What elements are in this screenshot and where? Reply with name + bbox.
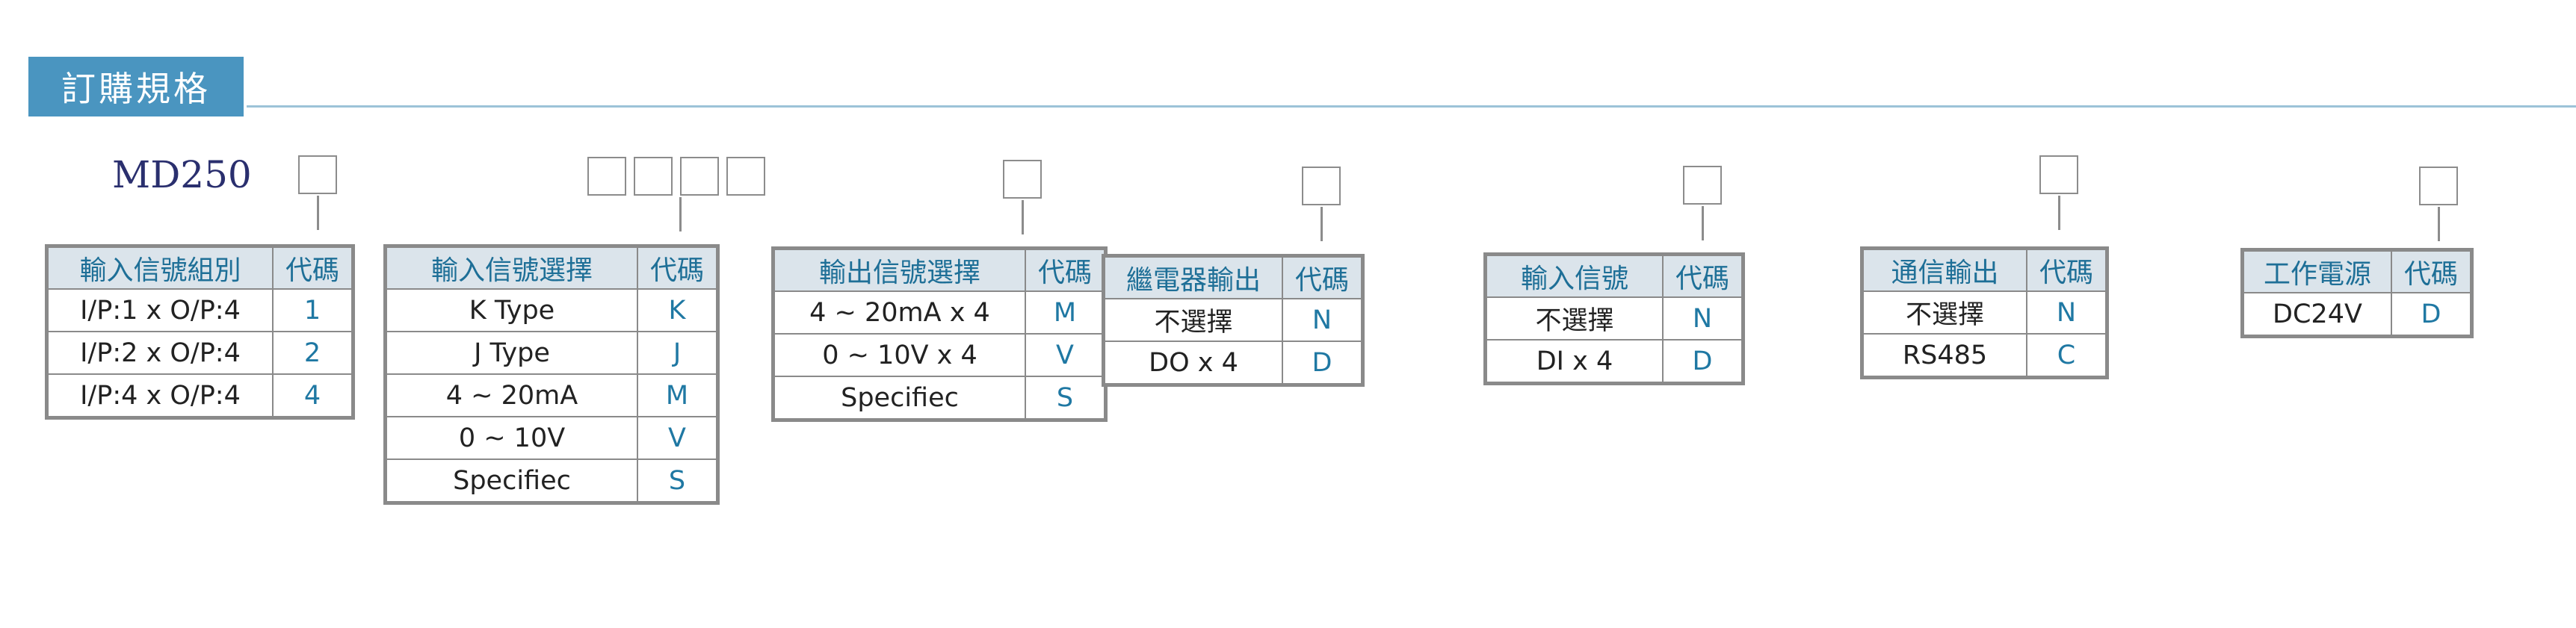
code-cell: D xyxy=(1661,339,1744,385)
code-cell: N xyxy=(1281,298,1364,342)
table-row: 不選擇 N xyxy=(1484,296,1744,341)
table-row: DC24V D xyxy=(2241,292,2473,338)
code-cell: J xyxy=(636,331,719,375)
table-header-option: 通信輸出 xyxy=(1861,247,2027,292)
option-cell: RS485 xyxy=(1861,333,2027,379)
code-cell: M xyxy=(1024,290,1107,335)
table-row: 不選擇 N xyxy=(1102,298,1364,342)
input-signal-table: 輸入信號選擇 代碼 K Type K J Type J 4 ~ 20mA M 0… xyxy=(383,244,720,505)
option-cell: DI x 4 xyxy=(1484,339,1664,385)
code-cell: 2 xyxy=(271,331,354,375)
code-box-input-3[interactable] xyxy=(680,157,719,196)
table-header-option: 輸出信號選擇 xyxy=(772,247,1026,292)
code-cell: 1 xyxy=(271,288,354,332)
connector-line xyxy=(2058,196,2060,230)
connector-line xyxy=(679,197,682,231)
option-cell: DO x 4 xyxy=(1102,341,1283,386)
code-cell: S xyxy=(636,458,719,504)
code-box-power[interactable] xyxy=(2419,167,2458,205)
table-row: 不選擇 N xyxy=(1861,290,2108,335)
table-row: K Type K xyxy=(384,288,719,332)
option-cell: 0 ~ 10V x 4 xyxy=(772,333,1026,377)
code-cell: V xyxy=(636,416,719,460)
option-cell: I/P:4 x O/P:4 xyxy=(46,373,274,419)
code-box-input-2[interactable] xyxy=(634,157,673,196)
option-cell: DC24V xyxy=(2241,292,2392,338)
table-header-option: 輸入信號 xyxy=(1484,253,1664,298)
connector-line xyxy=(1022,200,1024,234)
option-cell: 不選擇 xyxy=(1861,290,2027,335)
option-cell: I/P:2 x O/P:4 xyxy=(46,331,274,375)
output-signal-table: 輸出信號選擇 代碼 4 ~ 20mA x 4 M 0 ~ 10V x 4 V S… xyxy=(771,246,1108,422)
connector-line xyxy=(1702,206,1704,240)
table-header-code: 代碼 xyxy=(1661,253,1744,298)
table-header-code: 代碼 xyxy=(1024,247,1107,292)
relay-output-table: 繼電器輸出 代碼 不選擇 N DO x 4 D xyxy=(1102,254,1365,387)
section-title: 訂購規格 xyxy=(28,57,244,116)
code-cell: V xyxy=(1024,333,1107,377)
input-group-table: 輸入信號組別 代碼 I/P:1 x O/P:4 1 I/P:2 x O/P:4 … xyxy=(45,244,355,420)
table-row: 0 ~ 10V x 4 V xyxy=(772,333,1107,377)
table-header-option: 輸入信號選擇 xyxy=(384,245,638,290)
option-cell: Specifiec xyxy=(384,458,638,504)
table-header-option: 工作電源 xyxy=(2241,249,2392,293)
code-box-input-4[interactable] xyxy=(726,157,765,196)
table-header-code: 代碼 xyxy=(271,245,354,290)
code-cell: K xyxy=(636,288,719,332)
header-divider xyxy=(247,105,2576,108)
table-row: 4 ~ 20mA x 4 M xyxy=(772,290,1107,335)
code-box-comm[interactable] xyxy=(2039,155,2078,194)
option-cell: J Type xyxy=(384,331,638,375)
code-box-relay[interactable] xyxy=(1302,167,1341,205)
digital-input-table: 輸入信號 代碼 不選擇 N DI x 4 D xyxy=(1483,252,1745,385)
code-cell: S xyxy=(1024,376,1107,421)
table-header-code: 代碼 xyxy=(2390,249,2473,293)
option-cell: 0 ~ 10V xyxy=(384,416,638,460)
code-box-output[interactable] xyxy=(1003,160,1042,199)
option-cell: 不選擇 xyxy=(1484,296,1664,341)
table-row: Specifiec S xyxy=(384,458,719,504)
table-row: RS485 C xyxy=(1861,333,2108,379)
table-row: I/P:4 x O/P:4 4 xyxy=(46,373,354,419)
option-cell: I/P:1 x O/P:4 xyxy=(46,288,274,332)
option-cell: 4 ~ 20mA xyxy=(384,373,638,417)
comm-output-table: 通信輸出 代碼 不選擇 N RS485 C xyxy=(1860,246,2109,379)
table-row: DO x 4 D xyxy=(1102,341,1364,386)
table-row: I/P:1 x O/P:4 1 xyxy=(46,288,354,332)
code-cell: C xyxy=(2025,333,2108,379)
table-header-code: 代碼 xyxy=(1281,255,1364,299)
table-header-option: 繼電器輸出 xyxy=(1102,255,1283,299)
code-box-digital-input[interactable] xyxy=(1683,166,1722,205)
table-row: Specifiec S xyxy=(772,376,1107,421)
option-cell: 4 ~ 20mA x 4 xyxy=(772,290,1026,335)
table-row: DI x 4 D xyxy=(1484,339,1744,385)
table-header-code: 代碼 xyxy=(2025,247,2108,292)
code-box-input-1[interactable] xyxy=(587,157,626,196)
option-cell: 不選擇 xyxy=(1102,298,1283,342)
table-header-code: 代碼 xyxy=(636,245,719,290)
code-cell: N xyxy=(1661,296,1744,341)
code-cell: D xyxy=(1281,341,1364,386)
code-box-group[interactable] xyxy=(298,155,337,194)
code-cell: 4 xyxy=(271,373,354,419)
option-cell: Specifiec xyxy=(772,376,1026,421)
code-cell: N xyxy=(2025,290,2108,335)
option-cell: K Type xyxy=(384,288,638,332)
connector-line xyxy=(2438,207,2440,241)
power-supply-table: 工作電源 代碼 DC24V D xyxy=(2240,248,2474,338)
connector-line xyxy=(317,196,319,230)
model-number: MD250 xyxy=(112,153,252,196)
table-row: 4 ~ 20mA M xyxy=(384,373,719,417)
table-row: I/P:2 x O/P:4 2 xyxy=(46,331,354,375)
table-row: J Type J xyxy=(384,331,719,375)
table-row: 0 ~ 10V V xyxy=(384,416,719,460)
table-header-option: 輸入信號組別 xyxy=(46,245,274,290)
code-cell: D xyxy=(2390,292,2473,338)
code-cell: M xyxy=(636,373,719,417)
connector-line xyxy=(1321,207,1323,241)
